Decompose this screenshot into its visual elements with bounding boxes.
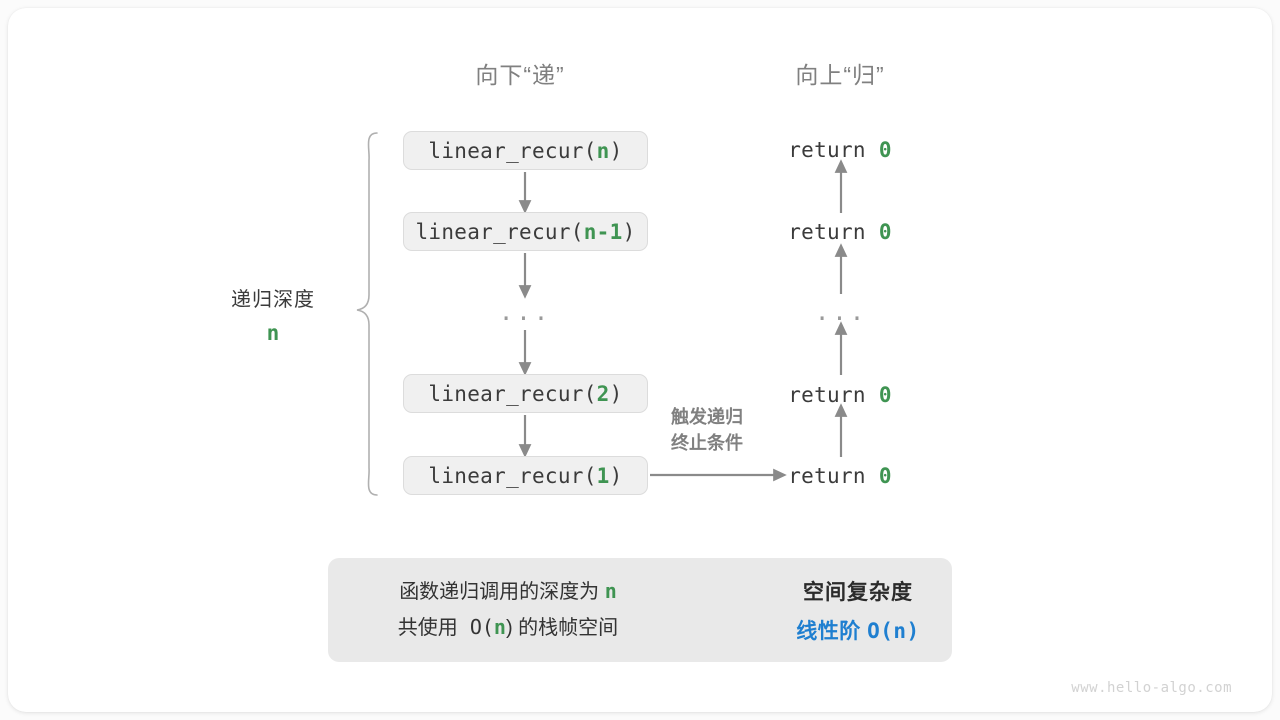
recursion-depth-value: n — [266, 321, 280, 345]
recursion-depth-label: 递归深度 n — [231, 283, 315, 345]
call-frame-prefix: linear_recur( — [415, 219, 584, 244]
column-header-ascend: 向上“归” — [795, 62, 885, 88]
call-frame-arg: 1 — [596, 463, 610, 488]
return-value: 0 — [878, 464, 892, 488]
return-statement: return 0 — [788, 383, 892, 407]
return-statement: return 0 — [788, 138, 892, 162]
termination-note-line2: 终止条件 — [671, 433, 743, 454]
summary-description: 函数递归调用的深度为 n 共使用 O(n) 的栈帧空间 — [328, 574, 688, 646]
return-ellipsis: ... — [814, 298, 868, 326]
call-frame-prefix: linear_recur( — [428, 463, 597, 488]
call-stack-ellipsis: ... — [498, 298, 552, 326]
return-keyword: return — [788, 138, 879, 162]
return-keyword: return — [788, 220, 879, 244]
call-frame-box: linear_recur(1) — [403, 456, 648, 495]
space-complexity-value: 线性阶 O(n) — [764, 615, 952, 645]
summary-conclusion: 空间复杂度 线性阶 O(n) — [764, 576, 952, 645]
summary-line-2-var: n — [493, 615, 506, 639]
call-frame-arg: 2 — [596, 381, 610, 406]
summary-line-1-var: n — [604, 579, 617, 603]
return-value: 0 — [878, 138, 892, 162]
call-frame-suffix: ) — [609, 463, 623, 488]
space-complexity-title: 空间复杂度 — [803, 580, 913, 604]
complexity-summary-panel: 函数递归调用的深度为 n 共使用 O(n) 的栈帧空间 空间复杂度 线性阶 O(… — [328, 558, 952, 662]
return-keyword: return — [788, 464, 879, 488]
depth-brace-icon — [356, 132, 378, 496]
call-frame-suffix: ) — [609, 381, 623, 406]
recursion-depth-text: 递归深度 — [231, 289, 315, 311]
call-frame-arg: n — [596, 138, 610, 163]
call-frame-suffix: ) — [622, 219, 636, 244]
call-frame-prefix: linear_recur( — [428, 381, 597, 406]
return-value: 0 — [878, 383, 892, 407]
termination-condition-note: 触发递归 终止条件 — [671, 404, 743, 456]
termination-note-line1: 触发递归 — [671, 407, 743, 427]
return-value: 0 — [878, 220, 892, 244]
site-watermark: www.hello-algo.com — [1071, 680, 1232, 696]
call-frame-suffix: ) — [609, 138, 623, 163]
call-frame-box: linear_recur(n) — [403, 131, 648, 170]
summary-line-2-text-b: ) 的栈帧空间 — [505, 617, 619, 639]
space-complexity-notation: O(n) — [867, 618, 920, 643]
summary-line-2-text-a: 共使用 O( — [397, 615, 494, 639]
space-complexity-order: 线性阶 — [796, 619, 868, 643]
call-frame-box: linear_recur(n-1) — [403, 212, 648, 251]
call-frame-arg: n-1 — [583, 219, 623, 244]
column-header-descend: 向下“递” — [475, 62, 565, 88]
call-frame-prefix: linear_recur( — [428, 138, 597, 163]
return-statement: return 0 — [788, 464, 892, 488]
summary-line-1: 函数递归调用的深度为 n — [328, 574, 688, 610]
call-frame-box: linear_recur(2) — [403, 374, 648, 413]
summary-line-1-text: 函数递归调用的深度为 — [399, 581, 605, 603]
summary-line-2: 共使用 O(n) 的栈帧空间 — [328, 610, 688, 646]
return-keyword: return — [788, 383, 879, 407]
return-statement: return 0 — [788, 220, 892, 244]
